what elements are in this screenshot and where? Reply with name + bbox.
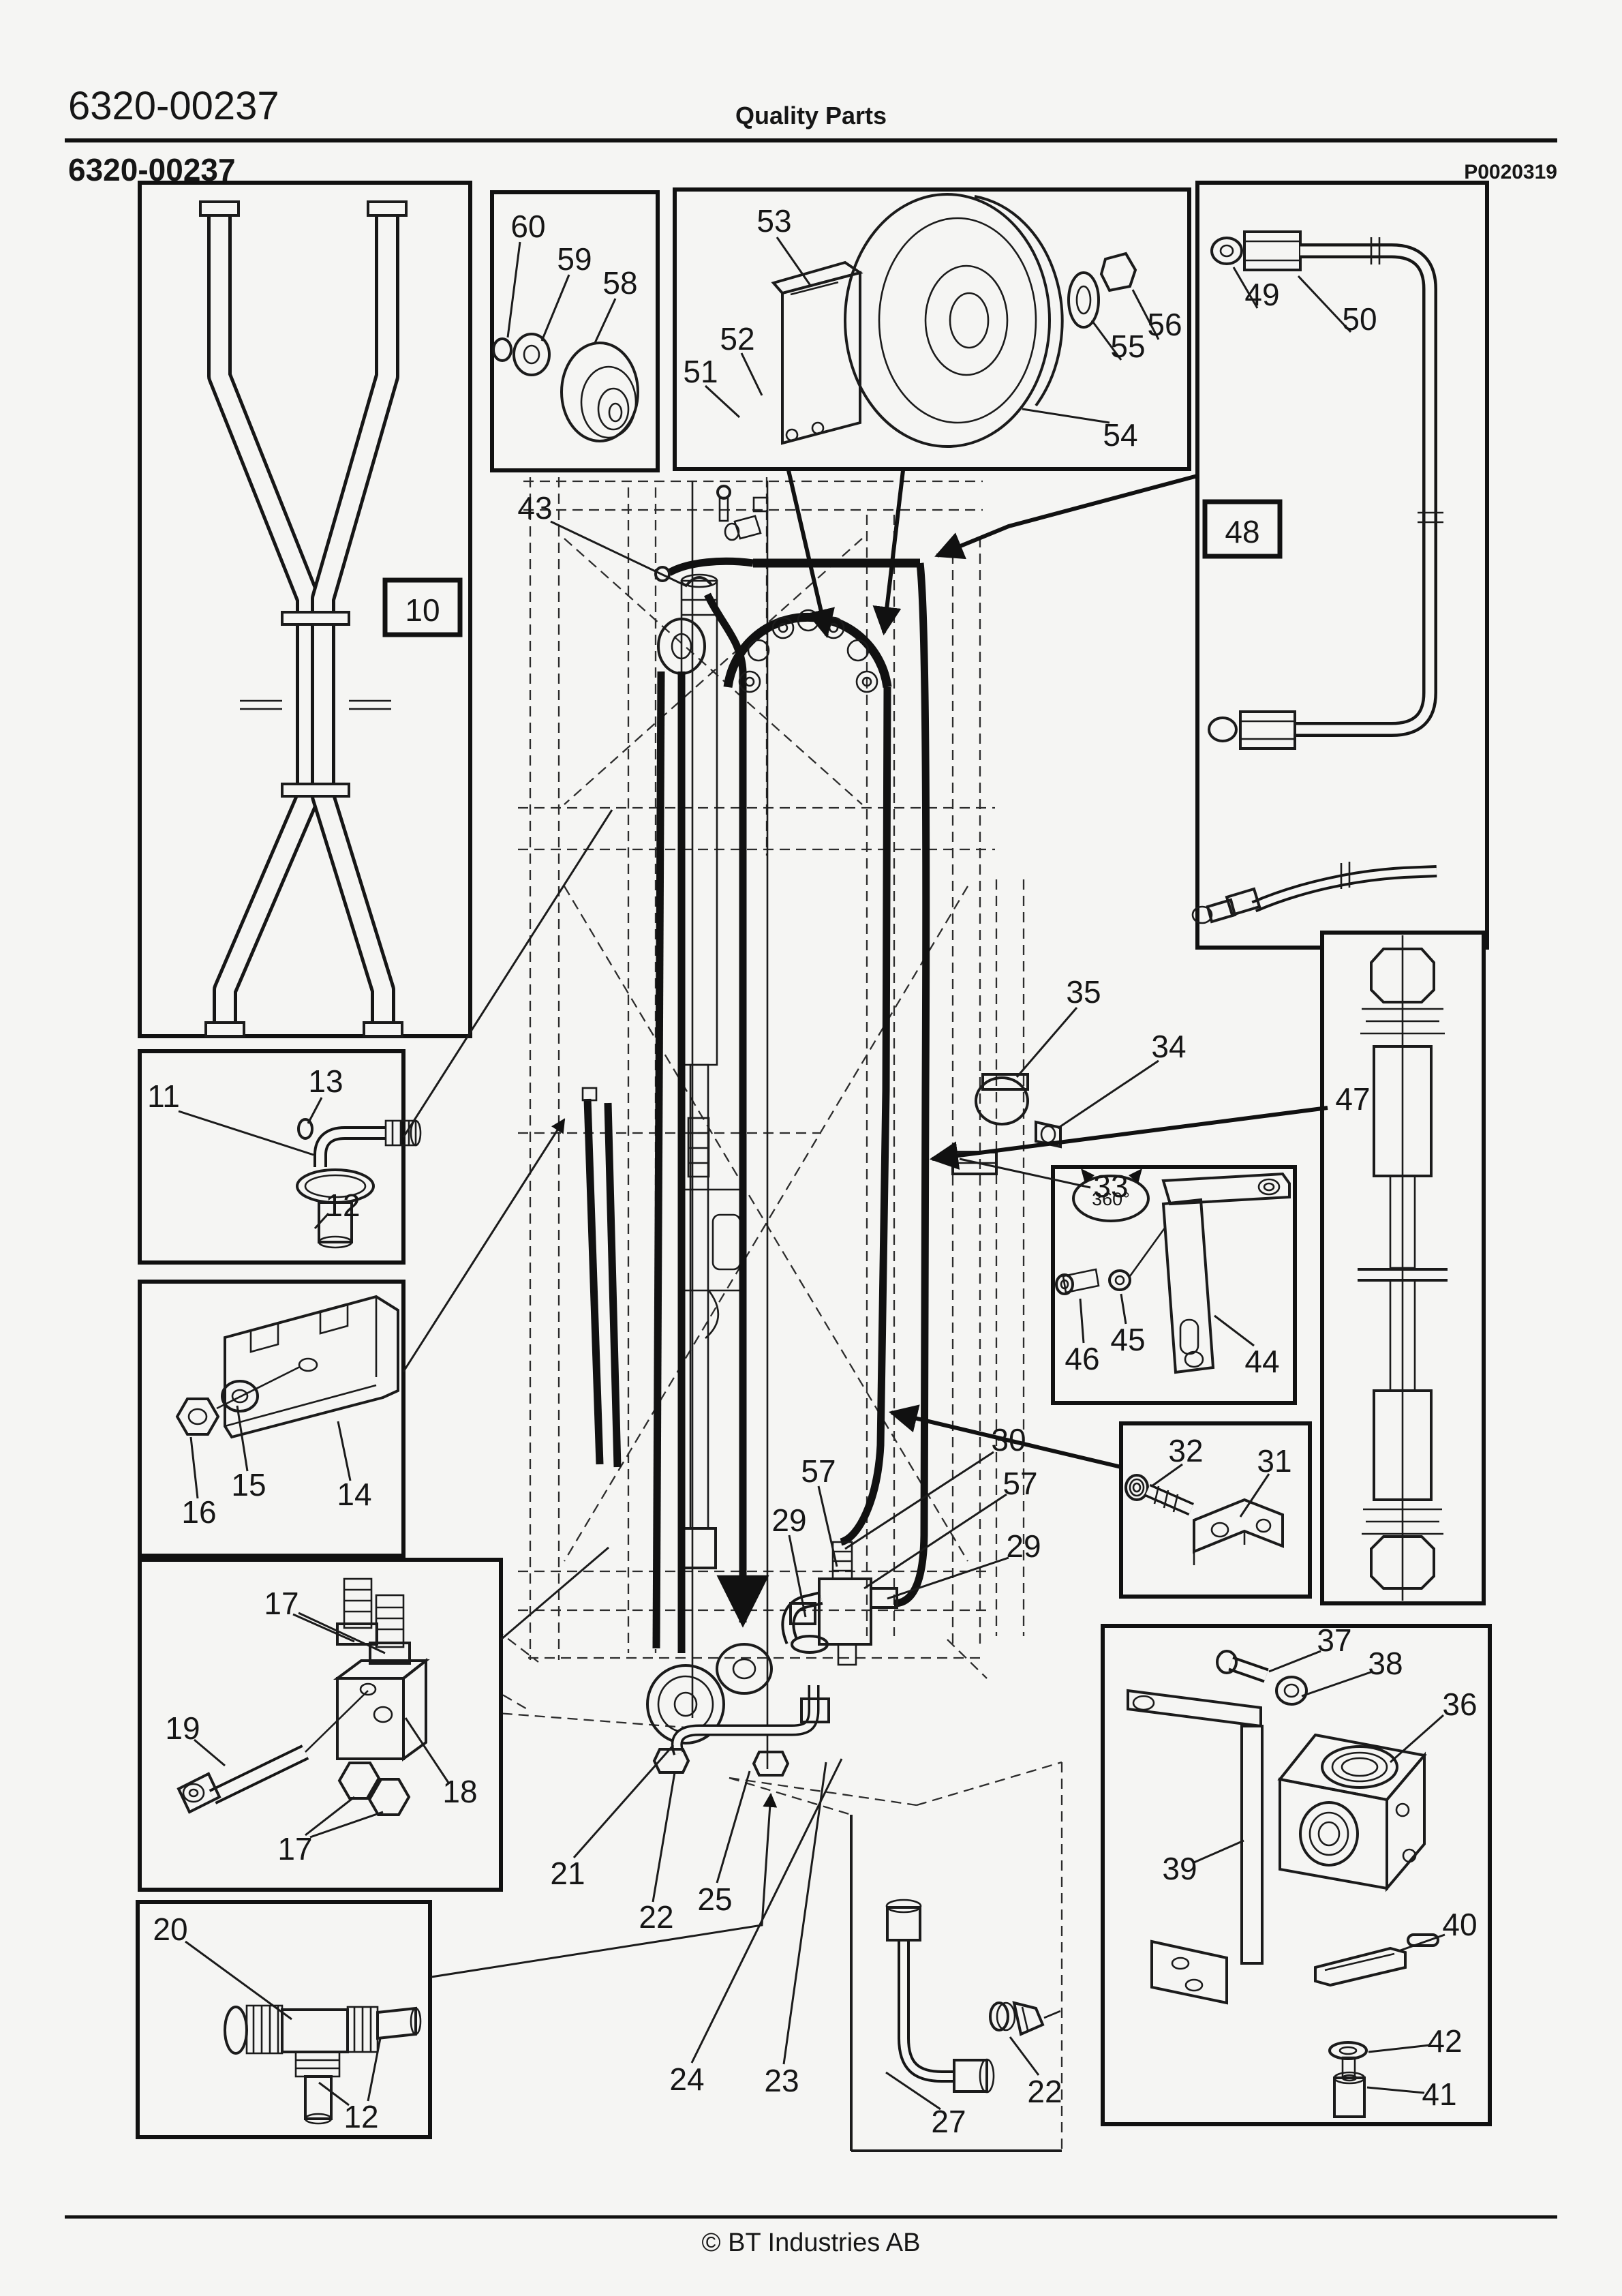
callout-51: 51 (683, 354, 718, 389)
callout-43: 43 (517, 490, 552, 526)
callout-31: 31 (1257, 1443, 1291, 1479)
inset-box-11-13 (138, 1049, 422, 1265)
inset-box-51-56 (673, 187, 1191, 541)
callout-34: 34 (1151, 1029, 1186, 1064)
callout-25: 25 (697, 1882, 732, 1917)
callout-13: 13 (308, 1063, 343, 1099)
inset-box-31-32 (1119, 1421, 1312, 1599)
callout-50: 50 (1342, 301, 1377, 337)
inset-box-14-16 (138, 1280, 406, 1558)
leader-lines (178, 237, 1445, 2111)
callout-45: 45 (1110, 1322, 1145, 1357)
callout-30: 30 (991, 1422, 1026, 1457)
inset-box-44-46: 360° (1051, 1165, 1297, 1405)
plate-code: P0020319 (1464, 161, 1557, 183)
callout-42: 42 (1427, 2023, 1462, 2059)
callout-12: 12 (343, 2099, 378, 2134)
lower-assembly (646, 1541, 898, 1777)
callout-56: 56 (1147, 307, 1182, 342)
inset-box-58-60 (490, 190, 660, 472)
callout-27: 27 (931, 2104, 966, 2139)
callout-35: 35 (1066, 974, 1101, 1010)
hose-clamp-icon (686, 576, 713, 586)
header-center-title: Quality Parts (735, 102, 887, 130)
callout-16: 16 (181, 1494, 216, 1530)
o-ring-icon (297, 1118, 313, 1140)
inset-box-47 (1320, 931, 1486, 1605)
callout-46: 46 (1065, 1341, 1099, 1376)
callout-10: 10 (405, 592, 440, 628)
callout-57: 57 (1003, 1466, 1037, 1501)
page-header: 6320-00237 Quality Parts 6320-00237 P002… (65, 84, 1557, 187)
callout-11: 11 (147, 1078, 180, 1114)
rotate-arrow-icon (1129, 1168, 1142, 1183)
callout-18: 18 (442, 1774, 477, 1809)
callout-54: 54 (1103, 417, 1137, 453)
flow-valve (818, 1577, 872, 1646)
callout-box (382, 577, 463, 637)
hoses-and-chains (581, 557, 930, 1653)
callout-39: 39 (1162, 1851, 1197, 1886)
callout-48: 48 (1225, 514, 1259, 549)
rotation-note: 360° (1092, 1189, 1130, 1209)
callout-12: 12 (325, 1188, 360, 1223)
callout-55: 55 (1110, 329, 1145, 364)
footer-copyright: © BT Industries AB (702, 2229, 921, 2257)
callout-36: 36 (1442, 1687, 1477, 1722)
callout-49: 49 (1244, 277, 1279, 312)
callout-19: 19 (165, 1710, 200, 1746)
inset-box-36-42 (1101, 1624, 1492, 2126)
callout-60: 60 (510, 209, 545, 244)
callout-53: 53 (756, 203, 791, 239)
callout-29: 29 (1006, 1528, 1041, 1564)
callout-21: 21 (550, 1856, 585, 1891)
callout-22: 22 (639, 1899, 673, 1935)
callout-17: 17 (264, 1586, 299, 1621)
callout-14: 14 (337, 1477, 371, 1512)
inset-box-27 (729, 1761, 1063, 2152)
page-footer: © BT Industries AB (65, 2215, 1557, 2257)
callout-44: 44 (1244, 1344, 1279, 1379)
inset-box-48 (1191, 181, 1489, 950)
callout-22: 22 (1027, 2074, 1062, 2109)
callout-58: 58 (602, 265, 637, 301)
callout-59: 59 (557, 241, 592, 277)
callout-37: 37 (1317, 1622, 1351, 1658)
callout-38: 38 (1368, 1646, 1403, 1681)
callout-24: 24 (669, 2061, 704, 2097)
callout-29: 29 (771, 1502, 806, 1538)
doc-number-top: 6320-00237 (68, 84, 279, 128)
callout-52: 52 (720, 321, 754, 357)
clamp-33-35 (951, 1073, 1062, 1175)
callout-20: 20 (153, 1912, 187, 1947)
callout-41: 41 (1422, 2076, 1456, 2112)
callout-box (1202, 499, 1283, 559)
callout-57: 57 (801, 1453, 836, 1489)
callout-17: 17 (277, 1831, 312, 1867)
callout-40: 40 (1442, 1907, 1477, 1942)
callout-32: 32 (1168, 1433, 1203, 1468)
mast-top-bolt (716, 485, 731, 500)
callout-23: 23 (764, 2063, 799, 2098)
chain-arc (723, 612, 892, 688)
callout-15: 15 (231, 1467, 266, 1502)
lift-cylinder (680, 573, 718, 1569)
callout-47: 47 (1335, 1081, 1370, 1117)
callout-33: 33 (1093, 1168, 1128, 1204)
rotate-arrow-icon (1081, 1168, 1095, 1183)
